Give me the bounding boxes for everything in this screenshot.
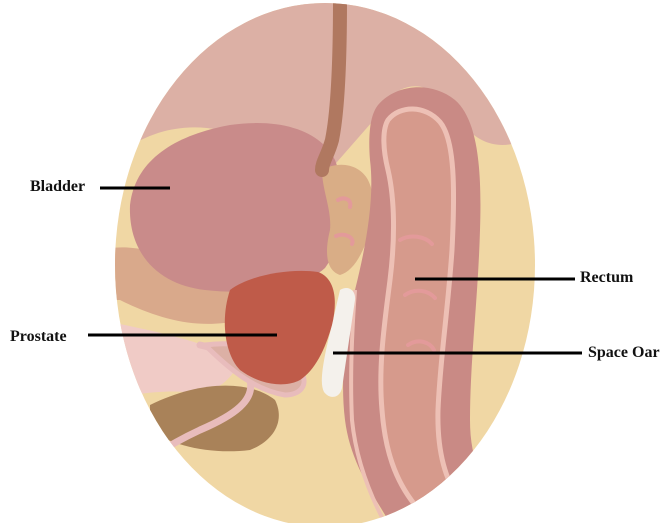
prostate-label: Prostate (10, 329, 67, 345)
bladder-label: Bladder (30, 179, 85, 195)
anatomy-cross-section (100, 0, 560, 523)
space-oar-label: Space Oar (588, 345, 660, 361)
rectum-label: Rectum (580, 270, 633, 286)
